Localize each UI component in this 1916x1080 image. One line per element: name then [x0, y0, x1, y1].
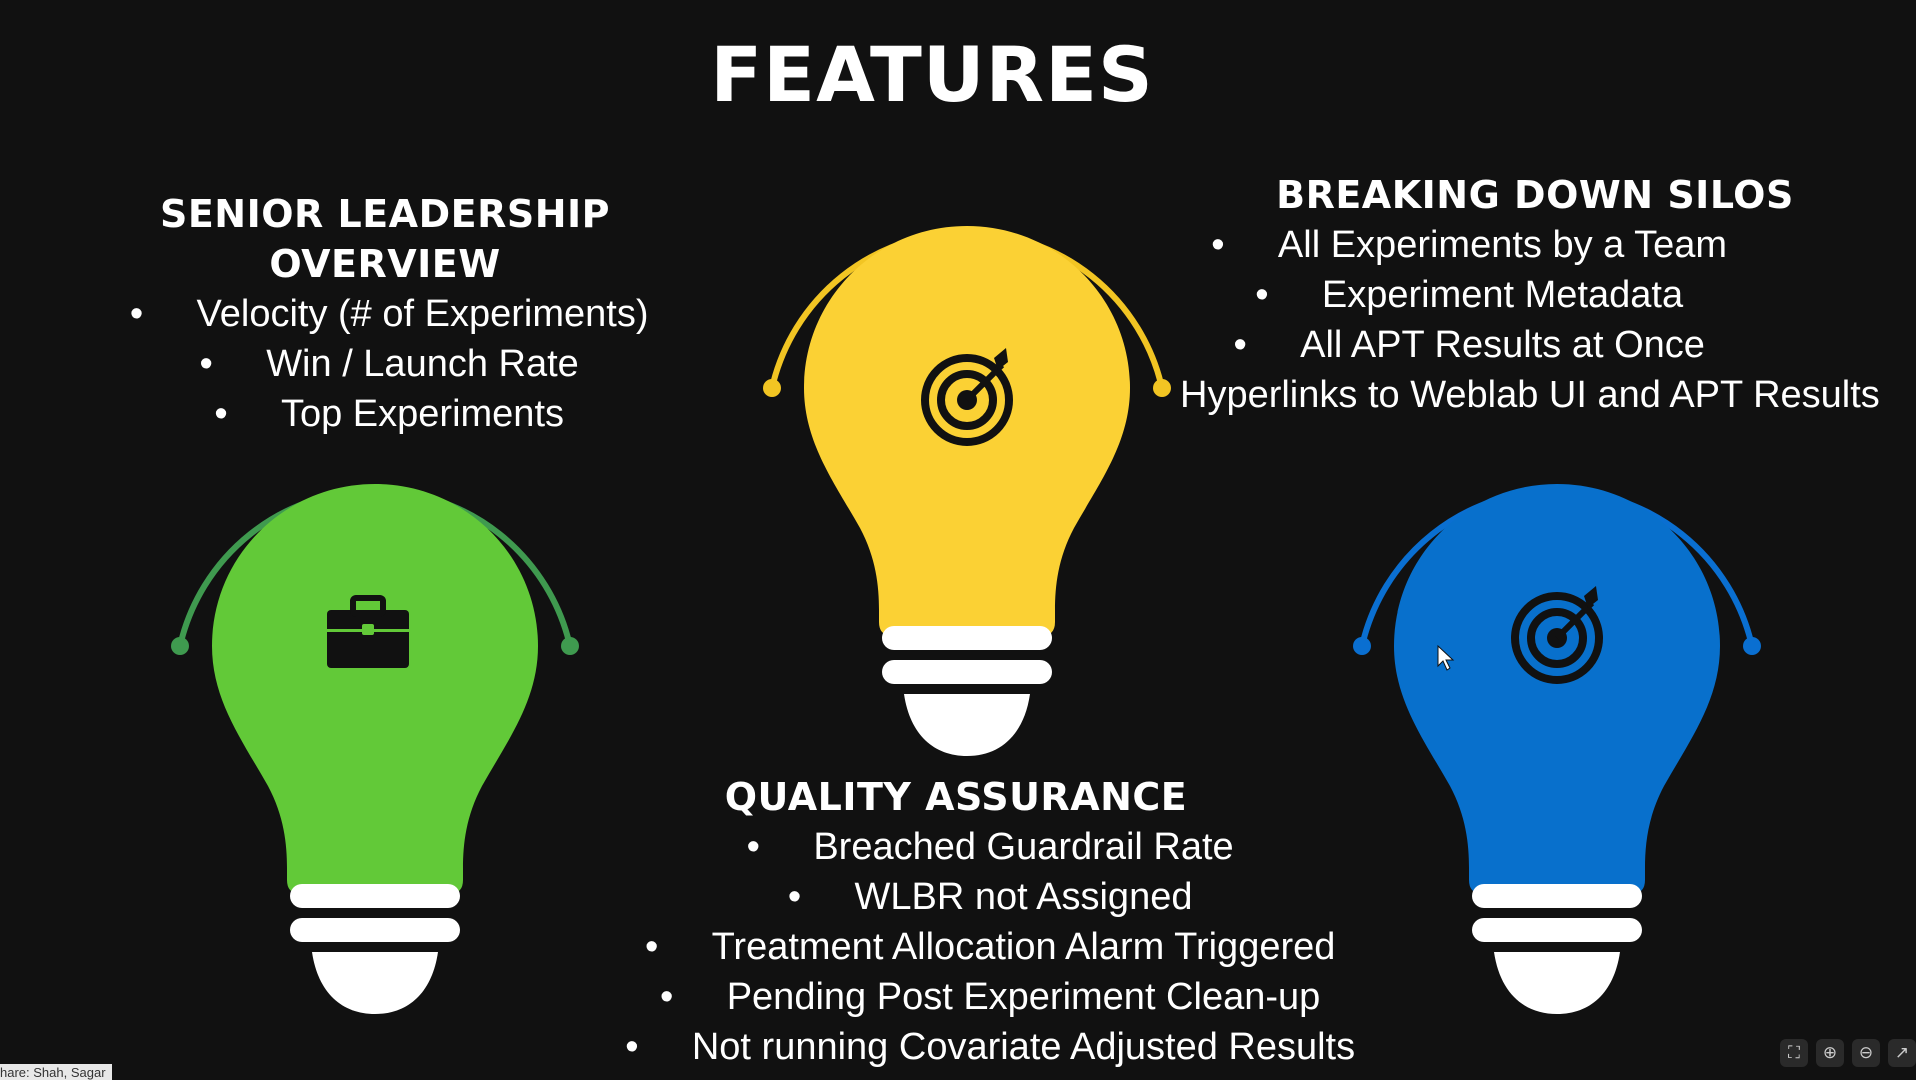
list-item: •Win / Launch Rate: [199, 343, 579, 385]
page-title: FEATURES: [710, 30, 1154, 119]
yellow-bulb: [763, 226, 1171, 756]
target-icon: [921, 348, 1013, 446]
bulb-glass: [212, 484, 538, 894]
senior-leadership-section: SENIOR LEADERSHIP OVERVIEW •Velocity (# …: [40, 189, 730, 439]
list-item: •Hyperlinks to Weblab UI and APT Results: [1113, 374, 1880, 416]
bulb-glass: [1394, 484, 1720, 894]
list-item: •All APT Results at Once: [1233, 324, 1705, 366]
briefcase-icon: [327, 595, 409, 668]
list-item: •Not running Covariate Adjusted Results: [625, 1026, 1356, 1068]
quality-assurance-section: QUALITY ASSURANCE •Breached Guardrail Ra…: [616, 772, 1356, 1072]
mouse-cursor-icon: [1437, 644, 1455, 671]
zoom-out-icon[interactable]: ⊖: [1852, 1039, 1880, 1067]
list-item: •Pending Post Experiment Clean-up: [660, 976, 1321, 1018]
green-bulb: [171, 484, 579, 1014]
list-item: •WLBR not Assigned: [787, 876, 1193, 918]
bulb-glass: [804, 226, 1130, 636]
target-icon: [1511, 586, 1603, 684]
section-heading: BREAKING DOWN SILOS: [1276, 173, 1794, 217]
list-item: •Breached Guardrail Rate: [746, 826, 1234, 868]
list-item: •Velocity (# of Experiments): [129, 293, 649, 335]
list-item: •Top Experiments: [214, 393, 564, 435]
breaking-down-silos-section: BREAKING DOWN SILOS •All Experiments by …: [1113, 170, 1885, 420]
popout-icon[interactable]: ↗: [1888, 1039, 1916, 1067]
list-item: •All Experiments by a Team: [1211, 224, 1728, 266]
fullscreen-icon[interactable]: ⛶: [1780, 1039, 1808, 1067]
blue-bulb: [1353, 484, 1761, 1014]
list-item: •Experiment Metadata: [1255, 274, 1684, 316]
list-item: •Treatment Allocation Alarm Triggered: [644, 926, 1336, 968]
section-heading: QUALITY ASSURANCE: [724, 775, 1188, 819]
zoom-in-icon[interactable]: ⊕: [1816, 1039, 1844, 1067]
presenter-label: hare: Shah, Sagar: [0, 1064, 112, 1080]
section-heading: SENIOR LEADERSHIP OVERVIEW: [159, 192, 611, 286]
